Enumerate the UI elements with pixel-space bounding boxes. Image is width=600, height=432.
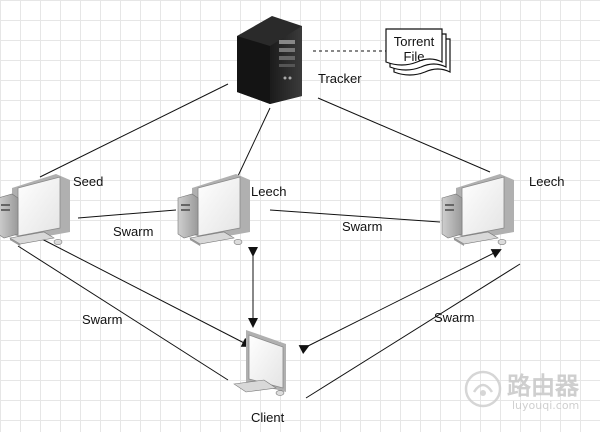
watermark-url: luyouqi.com — [512, 399, 579, 412]
leech-center-computer-icon — [177, 173, 251, 247]
link-client-leech-right-lower — [305, 263, 521, 399]
torrent-file-icon: Torrent File — [385, 28, 451, 76]
watermark-text: 路由器 — [507, 372, 580, 400]
torrent-file-label-line2: File — [404, 49, 425, 64]
leech-center-label: Leech — [251, 184, 286, 199]
swarm-label-leech-client: Swarm — [434, 310, 474, 325]
link-tracker-seed — [39, 83, 229, 178]
link-tracker-leech-right — [317, 97, 491, 173]
client-computer-icon — [233, 330, 286, 396]
leech-right-label: Leech — [529, 174, 564, 189]
link-leech-center-leech-right — [269, 209, 441, 223]
swarm-label-seed-client: Swarm — [82, 312, 122, 327]
seed-label: Seed — [73, 174, 103, 189]
connections — [17, 50, 521, 399]
torrent-file-label-line1: Torrent — [394, 34, 435, 49]
swarm-label-seed-leech: Swarm — [113, 224, 153, 239]
link-client-leech-right-upper — [298, 249, 502, 355]
watermark: 路由器 luyouqi.com — [464, 370, 580, 412]
leech-right-computer-icon — [441, 173, 515, 247]
tracker-label: Tracker — [318, 71, 362, 86]
swarm-label-leech-leech: Swarm — [342, 219, 382, 234]
seed-computer-icon — [0, 173, 71, 247]
link-seed-leech-center — [77, 209, 177, 219]
link-tracker-leech-center — [237, 107, 271, 177]
link-seed-client-lower — [17, 245, 229, 381]
client-label: Client — [251, 410, 285, 425]
tracker-server-icon — [237, 16, 302, 104]
link-seed-client-upper — [35, 235, 252, 347]
